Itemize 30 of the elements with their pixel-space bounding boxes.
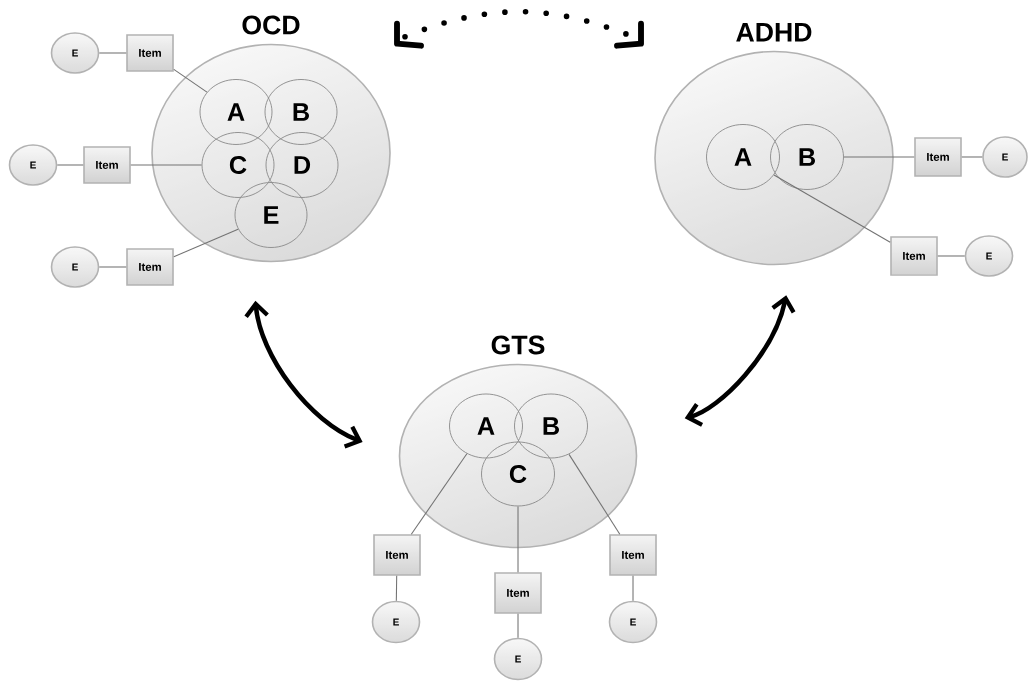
cluster-title: ADHD: [736, 23, 812, 42]
connector-line: [632, 575, 634, 602]
item-box: Item: [890, 236, 938, 276]
item-box: Item: [373, 534, 421, 576]
connector-line: [961, 156, 983, 158]
connector-line: [517, 613, 519, 639]
connector-line: [130, 164, 203, 166]
item-box: Item: [126, 34, 174, 72]
item-box: Item: [914, 137, 962, 177]
connector-line: [410, 453, 468, 535]
item-box: Item: [83, 146, 131, 184]
dotted-arc: [394, 8, 644, 49]
item-box: Item: [494, 572, 542, 614]
connector-line: [773, 174, 891, 243]
connector-line: [937, 255, 966, 257]
item-box: Item: [126, 248, 174, 286]
connector-line: [98, 52, 127, 54]
double-arrow: [684, 295, 796, 427]
connector-line: [173, 228, 239, 258]
item-box: Item: [609, 534, 657, 576]
cluster-title: OCD: [242, 15, 300, 35]
cluster-title: GTS: [491, 335, 545, 355]
connector-line: [568, 453, 621, 535]
connector-line: [173, 68, 208, 93]
connector-line: [98, 266, 127, 268]
connector-line: [517, 505, 519, 573]
connector-line: [395, 575, 398, 602]
double-arrow: [244, 300, 363, 449]
connector-line: [56, 164, 84, 166]
connector-line: [843, 156, 915, 158]
